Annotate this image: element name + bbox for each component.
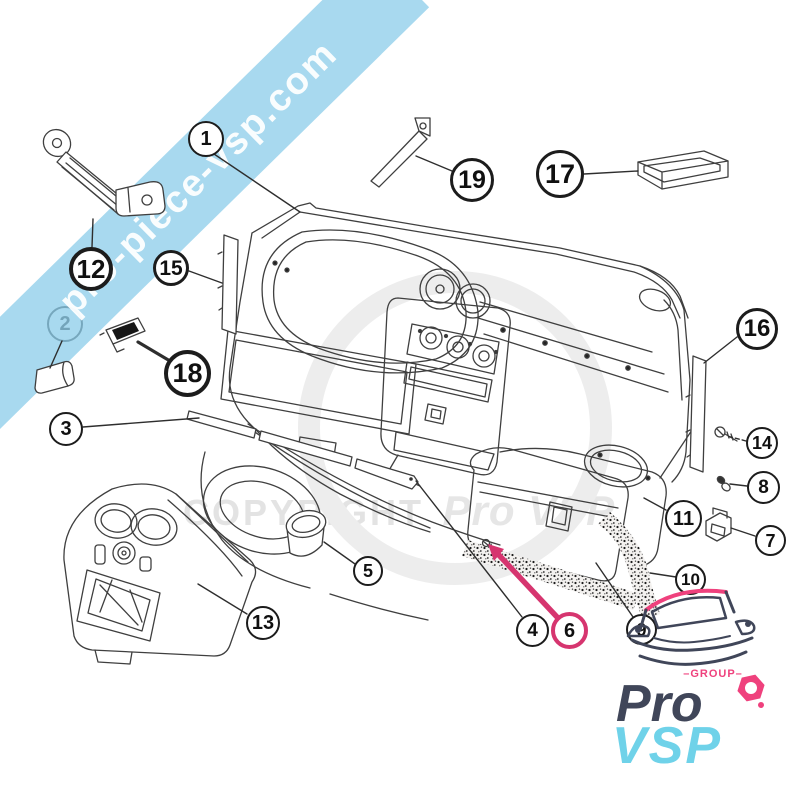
callout-6-highlighted: 6 <box>551 612 588 649</box>
callout-7: 7 <box>755 525 786 556</box>
callout-17: 17 <box>536 150 584 198</box>
latch-7 <box>705 507 732 542</box>
leader-lines <box>49 153 756 618</box>
bracket-strap <box>42 128 166 217</box>
callout-18: 18 <box>164 350 211 397</box>
car-outline-icon <box>626 588 756 666</box>
callout-16: 16 <box>736 308 778 350</box>
logo-group-label: –GROUP– <box>683 668 743 680</box>
callout-15: 15 <box>153 250 189 286</box>
provsp-logo: –GROUP– Pro VSP <box>608 578 793 793</box>
callout-5: 5 <box>353 556 383 586</box>
screw-14 <box>714 426 738 442</box>
highlight-arrow <box>488 544 560 620</box>
dashboard-panel <box>200 202 691 621</box>
callout-3: 3 <box>49 412 83 446</box>
callout-4: 4 <box>516 614 549 647</box>
callout-14: 14 <box>746 427 778 459</box>
glove-box-frame <box>499 429 693 567</box>
radio-sleeve <box>637 150 729 190</box>
callout-8: 8 <box>747 471 780 504</box>
pillar-trim-left <box>217 234 239 335</box>
ashtray-cup <box>285 509 327 557</box>
glove-box-door <box>462 447 660 622</box>
bolt-8 <box>716 475 731 492</box>
hex-nut-icon <box>737 674 765 708</box>
callout-12: 12 <box>69 247 113 291</box>
small-cylinder <box>34 360 75 394</box>
trim-strip <box>186 410 419 490</box>
callout-19: 19 <box>450 158 494 202</box>
center-console <box>63 483 257 665</box>
upper-bracket <box>370 117 431 188</box>
callout-13: 13 <box>246 606 280 640</box>
callout-1: 1 <box>188 121 224 157</box>
switch-connector <box>99 317 146 353</box>
callout-11: 11 <box>665 500 702 537</box>
pillar-trim-right <box>685 355 707 473</box>
logo-brand-vsp: VSP <box>612 717 723 775</box>
logo-brand-pro: Pro <box>616 675 703 733</box>
